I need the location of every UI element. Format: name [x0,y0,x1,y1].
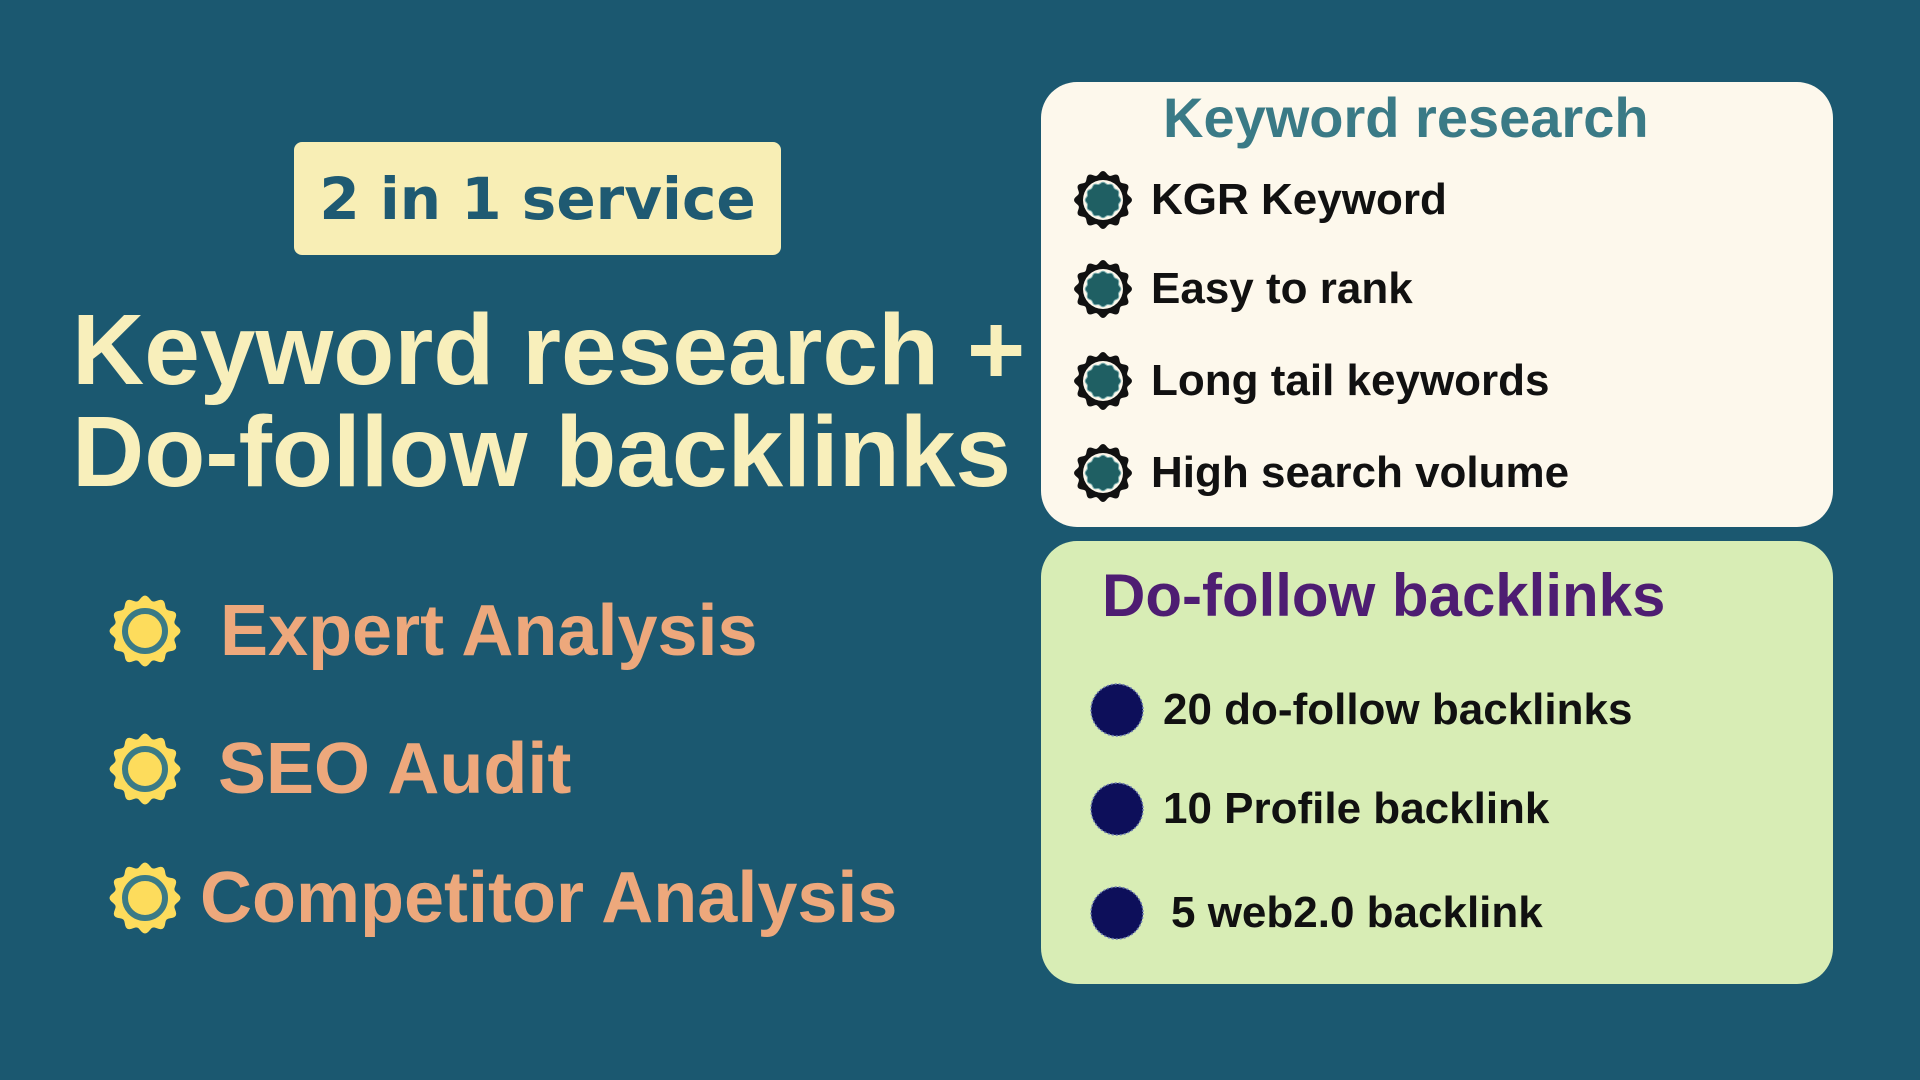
item-label: High search volume [1151,448,1570,497]
service-badge: 2 in 1 service [294,142,781,255]
dot-icon [1090,886,1144,940]
sun-badge-icon [109,595,181,667]
dot-icon [1090,782,1144,836]
feature-competitor-analysis: Competitor Analysis [108,857,897,939]
list-item: High search volume [1073,443,1569,503]
item-label: 10 Profile backlink [1163,784,1550,833]
seal-icon [1074,260,1132,318]
seal-icon [1074,444,1132,502]
feature-label: SEO Audit [218,729,572,809]
list-item: Long tail keywords [1073,351,1550,411]
feature-label: Competitor Analysis [200,858,898,938]
list-item: 10 Profile backlink [1089,781,1549,837]
list-item: Easy to rank [1073,259,1413,319]
keyword-research-card: Keyword research KGR Keyword Easy to ran… [1041,82,1833,527]
card-title: Keyword research [1163,86,1649,149]
headline-line-1: Keyword research + [72,294,1026,406]
seal-icon [1074,171,1132,229]
feature-expert-analysis: Expert Analysis [108,590,758,672]
dot-icon [1090,683,1144,737]
feature-seo-audit: SEO Audit [108,728,571,810]
list-item: 5 web2.0 backlink [1089,885,1543,941]
sun-badge-icon [109,733,181,805]
sun-badge-icon [109,862,181,934]
headline-line-2: Do-follow backlinks [72,396,1012,508]
list-item: KGR Keyword [1073,170,1447,230]
item-label: 20 do-follow backlinks [1163,685,1633,734]
backlinks-card: Do-follow backlinks 20 do-follow backlin… [1041,541,1833,984]
list-item: 20 do-follow backlinks [1089,682,1632,738]
item-label: Long tail keywords [1151,356,1550,405]
feature-label: Expert Analysis [220,591,758,671]
seal-icon [1074,352,1132,410]
item-label: Easy to rank [1151,264,1413,313]
card-title: Do-follow backlinks [1102,562,1666,629]
item-label: 5 web2.0 backlink [1171,888,1543,937]
item-label: KGR Keyword [1151,175,1447,224]
